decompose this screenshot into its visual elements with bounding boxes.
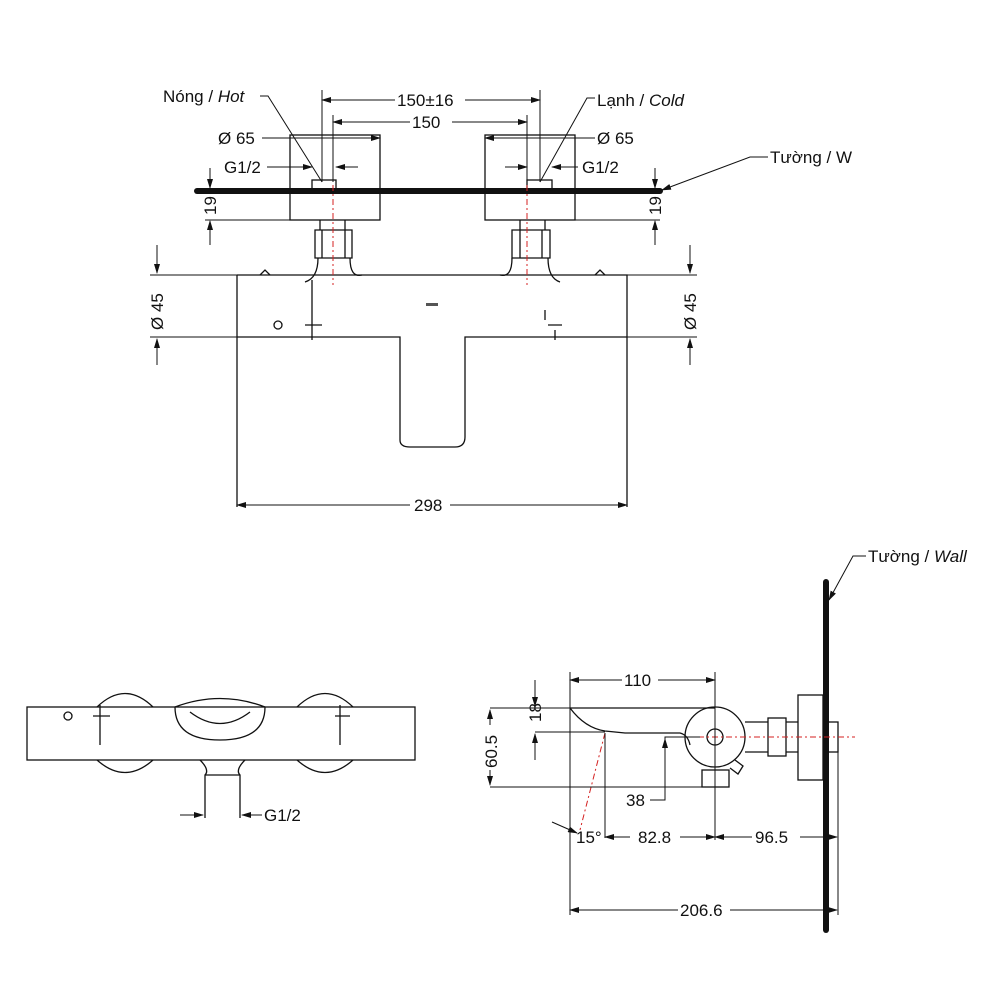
dim-g12-right: G1/2 — [582, 158, 619, 177]
dim-38: 38 — [626, 791, 645, 810]
dim-65-right: Ø 65 — [597, 129, 634, 148]
dim-110: 110 — [624, 671, 651, 690]
dim-150: 150 — [412, 113, 440, 132]
nut-right — [511, 220, 551, 259]
dim-18: 18 — [526, 703, 545, 722]
nut-left — [314, 220, 353, 259]
dim-19-left: 19 — [201, 196, 220, 215]
top-view: 150±16 150 Ø 65 Ø 65 G1/2 G1/2 Nóng / Ho… — [148, 87, 852, 515]
side-view: Tường / Wall 110 18 60.5 38 — [482, 547, 968, 933]
dim-45-right: Ø 45 — [681, 293, 700, 330]
dim-45-left: Ø 45 — [148, 293, 167, 330]
dim-206-6: 206.6 — [680, 901, 723, 920]
hot-symbol-icon — [273, 320, 283, 330]
dim-150-16: 150±16 — [397, 91, 454, 110]
wall-label-side: Tường / Wall — [868, 547, 968, 566]
dim-65-left: Ø 65 — [218, 129, 255, 148]
dim-19-right: 19 — [646, 196, 665, 215]
valve-body-front — [26, 706, 416, 761]
dim-82-8: 82.8 — [638, 828, 671, 847]
dim-g12-left: G1/2 — [224, 158, 261, 177]
dim-60-5: 60.5 — [482, 735, 501, 768]
dim-g12-outlet: G1/2 — [264, 806, 301, 825]
dim-96-5: 96.5 — [755, 828, 788, 847]
escutcheon-left — [289, 134, 381, 221]
dim-15-deg: 15° — [576, 828, 602, 847]
wall-label-top: Tường / W — [770, 148, 852, 167]
front-view: G1/2 — [26, 693, 416, 825]
hot-label: Nóng / Hot — [163, 87, 246, 106]
cold-label: Lạnh / Cold — [597, 91, 685, 110]
inlet-left — [311, 179, 337, 191]
valve-body — [236, 274, 628, 507]
logo-mark — [426, 303, 438, 306]
dim-298: 298 — [414, 496, 442, 515]
escutcheon-right — [484, 134, 576, 221]
handle-marks — [305, 280, 562, 340]
